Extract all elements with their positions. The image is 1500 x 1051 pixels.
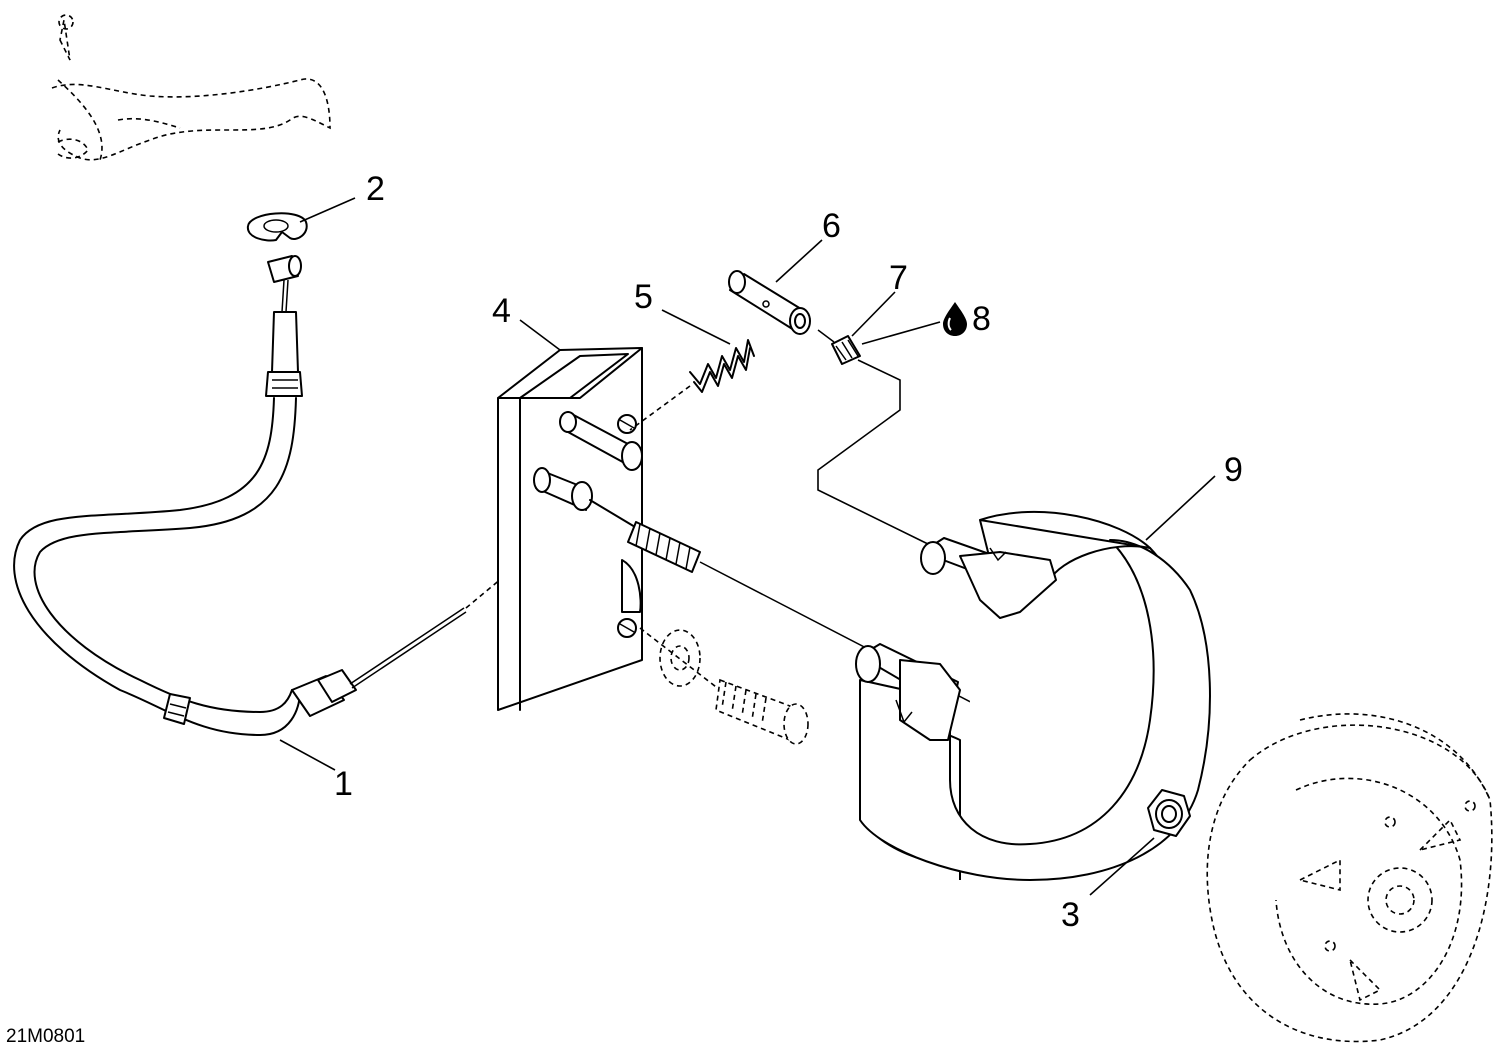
brake-band-part (855, 510, 1211, 881)
leader-lines (279, 197, 1216, 896)
grease-fitting-part (817, 329, 931, 546)
e-clip-part (246, 212, 308, 242)
callout-2: 2 (366, 170, 385, 208)
callout-3: 3 (1061, 896, 1080, 934)
callout-6: 6 (822, 207, 841, 245)
lock-nut-part (1147, 789, 1191, 837)
sleeve-part (728, 270, 811, 335)
bracket-part (497, 347, 643, 711)
drawing-code: 21M0801 (6, 1026, 85, 1047)
callout-5: 5 (634, 278, 653, 316)
callout-4: 4 (492, 292, 511, 330)
mounting-screw-part (639, 627, 809, 745)
callout-9: 9 (1224, 451, 1243, 489)
callout-8: 8 (972, 300, 991, 338)
callout-7: 7 (889, 259, 908, 297)
oil-drop-icon (943, 302, 967, 336)
brake-pedal-reference (51, 14, 331, 161)
spring-part (629, 339, 755, 431)
callout-1: 1 (334, 765, 353, 803)
brake-drum-reference (1206, 713, 1493, 1043)
